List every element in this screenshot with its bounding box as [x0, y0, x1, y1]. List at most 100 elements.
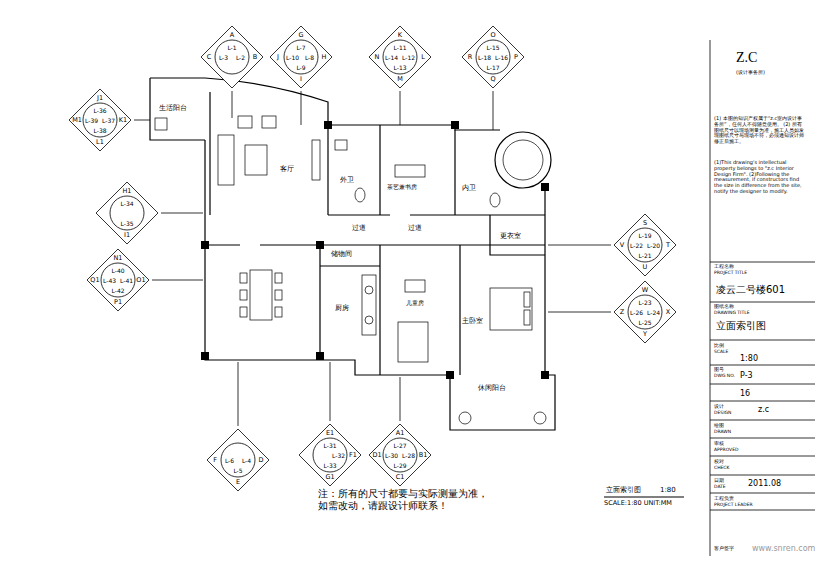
- elevation-letter: K: [398, 32, 402, 39]
- furniture: [524, 310, 530, 325]
- elevation-index-marker: A1L-27D1L-30B1L-28C1L-29: [368, 423, 432, 487]
- elevation-index-marker: J1L-36M1L-39K1L-37L1L-38: [68, 88, 132, 152]
- furniture: [490, 193, 500, 207]
- wall: [150, 78, 205, 140]
- elevation-letter: J: [277, 54, 279, 61]
- furniture: [240, 273, 247, 283]
- room-name: 内卫: [462, 184, 476, 192]
- marker-diamond: [614, 214, 676, 276]
- elevation-number: L-8: [305, 54, 314, 61]
- wall: [320, 265, 380, 266]
- furniture: [362, 275, 376, 335]
- title-block-text: PROJECT TITLE: [714, 270, 747, 275]
- elevation-number: L-43: [103, 277, 116, 284]
- elevation-letter: C: [207, 54, 212, 61]
- note-text: 注：所有的尺寸都要与实际测量为准， 如需改动，请跟设计师联系！: [318, 488, 493, 511]
- elevation-number: L-3: [219, 54, 228, 61]
- elevation-number: L-17: [486, 64, 499, 71]
- title-block-text: DRAWING TITLE: [714, 310, 749, 315]
- elevation-letter: S: [643, 220, 647, 227]
- furniture: [534, 412, 546, 424]
- elevation-number: L-6: [225, 457, 234, 464]
- marker-diamond: [87, 249, 149, 311]
- marker-circle: [83, 103, 117, 137]
- wall: [150, 78, 555, 430]
- elevation-number: L-27: [393, 442, 406, 449]
- furniture: [245, 145, 267, 175]
- elevation-letter: L1: [96, 139, 104, 146]
- furniture: [240, 307, 247, 317]
- title-block-text: 1:80: [660, 486, 676, 494]
- room-name: 更衣室: [500, 232, 521, 240]
- wall: [209, 92, 210, 215]
- column: [316, 241, 324, 249]
- title-block-frame: [604, 496, 684, 497]
- room-name: 主卧室: [462, 317, 483, 325]
- elevation-number: L-32: [332, 452, 345, 459]
- column: [324, 121, 332, 129]
- wall: [328, 125, 500, 130]
- elevation-letter: T: [666, 242, 670, 249]
- leader-line: [152, 280, 203, 281]
- elevation-letter: X: [666, 309, 670, 316]
- leader-line: [400, 91, 401, 125]
- marker-diamond: [207, 429, 269, 491]
- elevation-number: L-28: [402, 452, 415, 459]
- marker-circle: [628, 228, 662, 262]
- title-block-text: 审核: [714, 441, 724, 447]
- room-name: 休闲阳台: [478, 384, 506, 392]
- elevation-number: L-7: [296, 44, 305, 51]
- leader-line: [548, 312, 611, 313]
- title-block-frame: [604, 40, 815, 556]
- wall: [503, 140, 543, 180]
- elevation-number: L-16: [495, 54, 508, 61]
- elevation-letter: J1: [97, 95, 103, 102]
- column: [316, 352, 324, 360]
- elevation-index-marker: E1L-31F1L-32G1L-33: [298, 423, 362, 487]
- elevation-letter: G: [298, 32, 303, 39]
- title-block-text: (设计事务所): [736, 70, 765, 76]
- wall: [380, 125, 455, 215]
- elevation-letter: O: [490, 32, 495, 39]
- elevation-index-marker: KL-11NL-14LL-12ML-13: [368, 25, 432, 89]
- elevation-number: L-12: [402, 54, 415, 61]
- elevation-number: L-18: [478, 54, 491, 61]
- marker-diamond: [69, 89, 131, 151]
- elevation-index-marker: AL-1CL-3BL-2: [200, 25, 264, 89]
- title-block-text: SCALE: [714, 349, 728, 354]
- elevation-letter: Z: [620, 309, 624, 316]
- elevation-letter: H: [322, 54, 327, 61]
- marker-diamond: [96, 182, 158, 244]
- title-block-text: 客户签字: [714, 546, 734, 551]
- leader-line: [493, 91, 494, 130]
- title-block-text: 2011.08: [748, 479, 781, 488]
- wall: [490, 215, 545, 255]
- wall: [205, 244, 545, 245]
- elevation-number: L-5: [233, 467, 242, 474]
- furniture: [275, 307, 282, 317]
- title-block-text: 校对: [714, 459, 724, 465]
- elevation-letter: P: [514, 54, 518, 61]
- elevation-letter: F1: [349, 452, 357, 459]
- furniture: [398, 322, 428, 362]
- furniture: [405, 280, 425, 292]
- furniture: [355, 188, 365, 202]
- title-block-text: 立面索引图: [716, 320, 766, 332]
- wall: [328, 214, 545, 215]
- elevation-number: L-23: [638, 299, 651, 306]
- elevation-letter: P1: [114, 299, 122, 306]
- title-block-text: 1:80: [740, 354, 758, 363]
- elevation-letter: I: [300, 76, 302, 83]
- elevation-number: L-21: [638, 252, 651, 259]
- elevation-letter: L: [421, 54, 425, 61]
- elevation-number: L-30: [385, 452, 398, 459]
- elevation-number: L-37: [102, 117, 115, 124]
- title-block-text: 设计: [714, 404, 724, 410]
- elevation-letter: F: [213, 457, 217, 464]
- elevation-letter: D1: [372, 452, 381, 459]
- column: [201, 121, 549, 379]
- leader-line: [400, 377, 401, 421]
- elevation-letter: K1: [119, 117, 127, 124]
- title-block-text: DRAWN: [714, 429, 731, 434]
- elevation-letter: Q1: [90, 277, 99, 284]
